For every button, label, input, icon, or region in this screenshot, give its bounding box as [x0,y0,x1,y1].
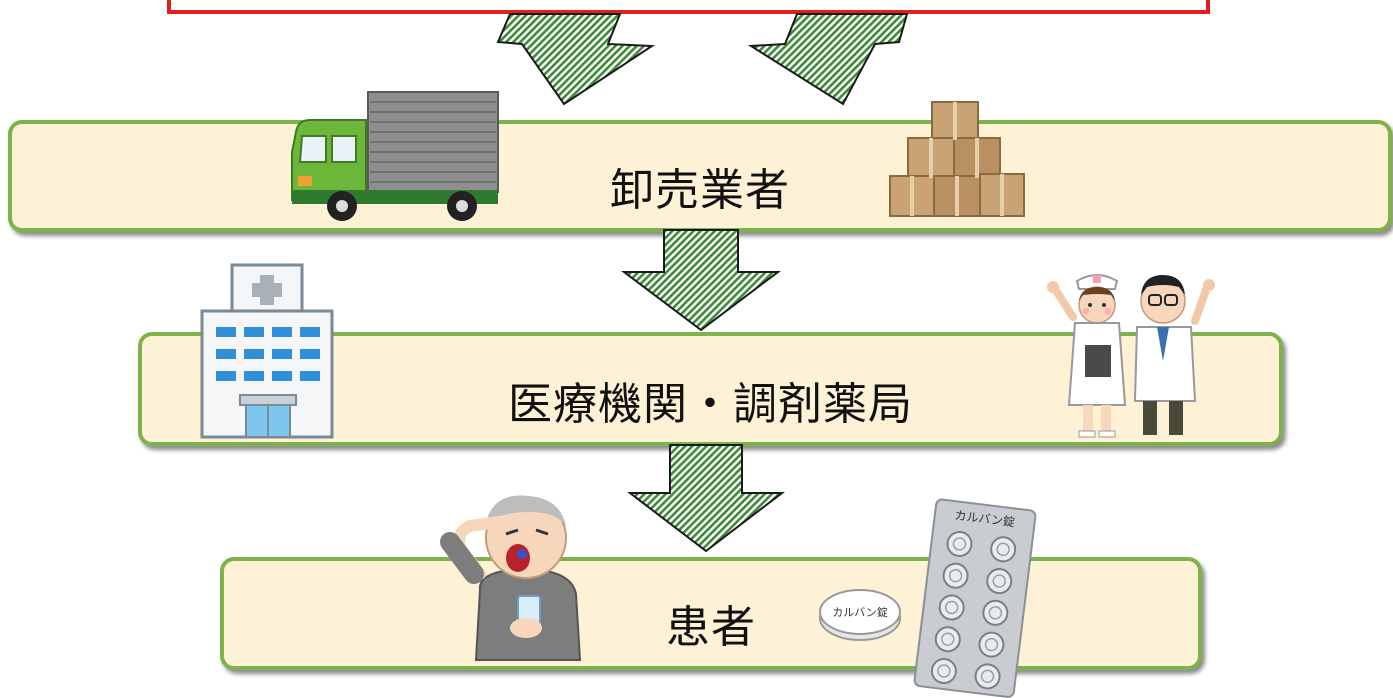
stage-patient: 患者 [220,557,1202,670]
boxes-icon [889,101,1025,217]
elderly-patient-icon [440,495,582,661]
stage-label-wholesaler: 卸売業者 [610,165,790,216]
pill-tablet-icon: カルバン錠 [819,589,901,641]
hospital-icon [200,263,334,439]
top-source-box [167,0,1210,14]
stage-label-medical-pharmacy: 医療機関・調剤薬局 [508,379,913,430]
down-arrow-2 [627,444,785,553]
diagonal-arrow-right [747,13,909,106]
stage-wholesaler: 卸売業者 [8,120,1392,232]
blister-pack-icon: カルバン錠 [913,498,1037,698]
down-arrow-1 [621,229,781,332]
stage-label-patient: 患者 [666,602,756,653]
pill-imprint: カルバン錠 [832,605,888,619]
blister-label: カルバン錠 [954,507,1016,529]
truck-icon [291,91,499,221]
diagonal-arrow-left [496,13,656,106]
nurse-doctor-icon [1047,274,1215,438]
